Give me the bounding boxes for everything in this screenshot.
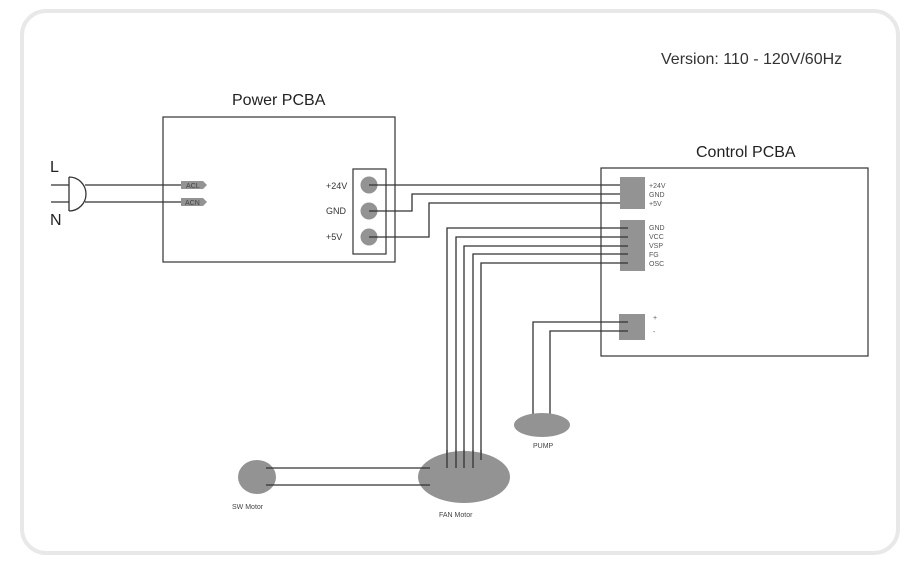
wire-fan-osc xyxy=(480,262,628,460)
version-label: Version: 110 - 120V/60Hz xyxy=(661,51,842,68)
ctrl-pin-gnd: GND xyxy=(649,192,665,199)
ctrl-pin-osc: OSC xyxy=(649,261,664,268)
control-pcba-board xyxy=(600,167,869,357)
fan-wire-ends xyxy=(446,450,482,468)
acl-tag: ACL xyxy=(181,181,207,190)
power-pcba-board xyxy=(162,116,396,263)
ctrl-pin-vsp: VSP xyxy=(649,243,663,250)
ctrl-pin-fan-gnd: GND xyxy=(649,225,665,232)
svg-text:ACL: ACL xyxy=(186,183,200,190)
plug-icon xyxy=(68,176,87,212)
wire-pump-plus xyxy=(532,321,628,415)
wire-pump-minus xyxy=(549,330,628,415)
power-out-gnd-label: GND xyxy=(326,206,347,216)
power-out-24v-label: +24V xyxy=(326,181,347,191)
control-pump-connector xyxy=(619,314,645,340)
ctrl-pin-vcc: VCC xyxy=(649,234,664,241)
ctrl-pin-pump-plus: + xyxy=(653,315,657,322)
acn-tag: ACN xyxy=(181,198,207,207)
power-out-5v-label: +5V xyxy=(326,232,342,242)
sw-motor-label: SW Motor xyxy=(232,504,264,511)
control-power-connector xyxy=(620,177,645,209)
sw-motor-component xyxy=(238,460,276,494)
svg-text:ACN: ACN xyxy=(185,200,200,207)
fan-motor-component xyxy=(418,451,510,503)
power-pcba-title: Power PCBA xyxy=(232,92,326,109)
mains-neutral-label: N xyxy=(50,212,62,229)
ctrl-pin-24v: +24V xyxy=(649,183,666,190)
ctrl-pin-fg: FG xyxy=(649,252,659,259)
ctrl-pin-5v: +5V xyxy=(649,201,662,208)
wire-fan-vcc xyxy=(455,236,628,468)
wire-fan-fg xyxy=(472,253,628,468)
ctrl-pin-pump-minus: - xyxy=(653,329,656,336)
wire-5v xyxy=(369,202,628,238)
control-pcba-title: Control PCBA xyxy=(696,144,796,161)
pump-label: PUMP xyxy=(533,443,554,450)
fan-motor-label: FAN Motor xyxy=(439,512,473,519)
pump-component xyxy=(514,413,570,437)
mains-line-label: L xyxy=(50,159,59,176)
wire-fan-gnd xyxy=(446,227,628,468)
wire-gnd xyxy=(369,193,628,212)
wire-fan-vsp xyxy=(463,245,628,468)
